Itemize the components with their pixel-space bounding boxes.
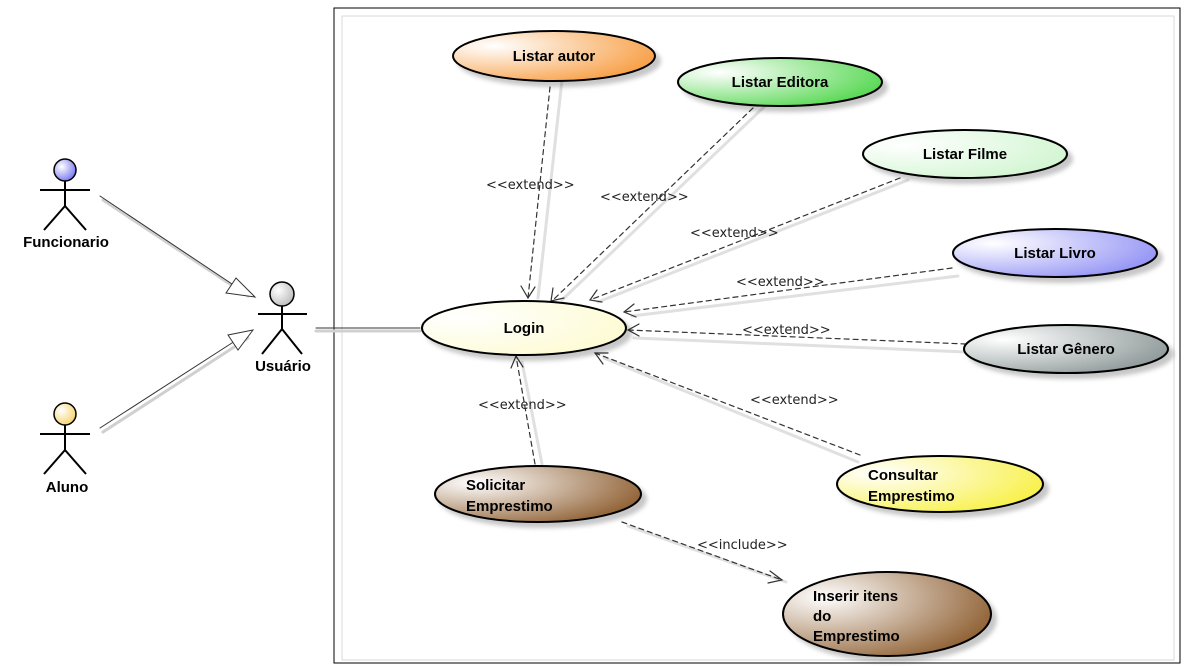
system-boundary (333, 7, 1181, 664)
use-case-consultar-emprestimo[interactable]: Consultar Emprestimo (836, 455, 1044, 513)
extend-consultar-emprestimo (593, 352, 861, 464)
extend-solicitar-emprestimo (510, 354, 544, 466)
extend-label: <<extend>> (600, 190, 689, 205)
use-case-label: Listar autor (513, 48, 596, 65)
stereotype-labels: <<extend>> <<extend>> <<extend>> <<exten… (478, 178, 839, 553)
use-case-label: Solicitar (466, 477, 525, 494)
generalization-aluno (99, 329, 255, 434)
actor-label: Funcionario (23, 234, 109, 251)
use-case-inserir-itens[interactable]: Inserir itens do Emprestimo (782, 571, 992, 657)
use-case-listar-genero[interactable]: Listar Gênero (963, 324, 1169, 374)
use-case-login[interactable]: Login (421, 300, 627, 356)
use-case-label: Emprestimo (813, 628, 900, 645)
association-usuario-login (314, 327, 422, 333)
use-case-solicitar-emprestimo[interactable]: Solicitar Emprestimo (434, 465, 642, 523)
use-case-label: Listar Livro (1014, 245, 1096, 262)
include-inserir-itens (621, 521, 788, 584)
use-case-label: Login (504, 320, 545, 337)
use-case-listar-editora[interactable]: Listar Editora (677, 57, 883, 107)
use-case-label: Inserir itens (813, 588, 898, 605)
actor-aluno[interactable]: Aluno (40, 402, 90, 496)
use-case-label: Listar Gênero (1017, 341, 1115, 358)
extend-listar-genero (626, 323, 968, 354)
extend-listar-livro (622, 267, 960, 318)
generalization-funcionario (99, 195, 257, 298)
extend-label: <<extend>> (690, 226, 779, 241)
extend-label: <<extend>> (750, 393, 839, 408)
use-case-listar-livro[interactable]: Listar Livro (952, 228, 1158, 278)
use-case-label: Consultar (868, 467, 938, 484)
use-case-label: Emprestimo (868, 488, 955, 505)
use-case-listar-autor[interactable]: Listar autor (452, 30, 656, 82)
use-case-label: do (813, 608, 831, 625)
extend-listar-autor (520, 78, 564, 300)
actor-label: Aluno (46, 479, 89, 496)
use-case-label: Listar Editora (732, 74, 829, 91)
actor-label: Usuário (255, 358, 311, 375)
extend-label: <<extend>> (742, 323, 831, 338)
use-case-listar-filme[interactable]: Listar Filme (862, 129, 1068, 179)
extend-listar-filme (588, 177, 910, 304)
include-label: <<include>> (697, 538, 788, 553)
use-case-label: Emprestimo (466, 498, 553, 515)
extend-label: <<extend>> (736, 275, 825, 290)
actor-usuario[interactable]: Usuário (255, 281, 311, 375)
extend-label: <<extend>> (478, 398, 567, 413)
use-case-label: Listar Filme (923, 146, 1007, 163)
actor-funcionario[interactable]: Funcionario (23, 158, 109, 251)
extend-label: <<extend>> (486, 178, 575, 193)
